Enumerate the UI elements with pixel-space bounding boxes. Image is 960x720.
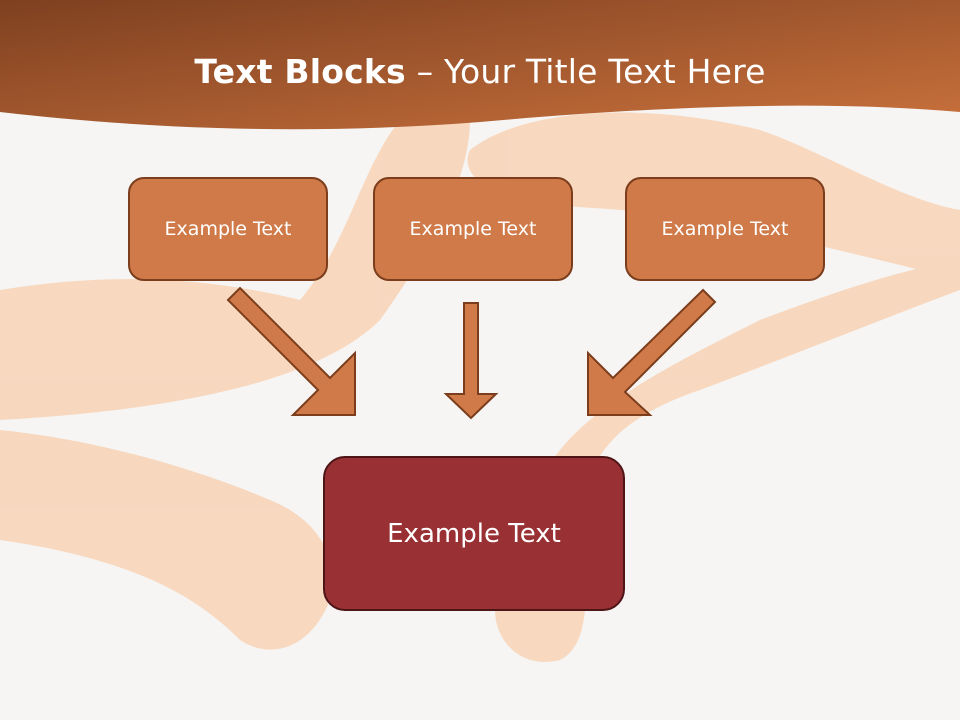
arrow-center-icon [443,302,499,420]
text-block-right: Example Text [625,177,825,281]
title-bold: Text Blocks [194,52,406,91]
text-block-right-label: Example Text [661,218,789,240]
title-dash: – [405,52,444,91]
text-block-center: Example Text [373,177,573,281]
arrow-right-icon [587,288,717,416]
text-block-center-label: Example Text [409,218,537,240]
slide-title: Text Blocks – Your Title Text Here [0,52,960,91]
arrow-left-icon [226,286,356,416]
text-block-left: Example Text [128,177,328,281]
text-block-left-label: Example Text [164,218,292,240]
text-block-main-label: Example Text [387,518,561,549]
header-band [0,0,960,130]
text-block-main: Example Text [323,456,625,611]
title-rest: Your Title Text Here [443,52,766,91]
